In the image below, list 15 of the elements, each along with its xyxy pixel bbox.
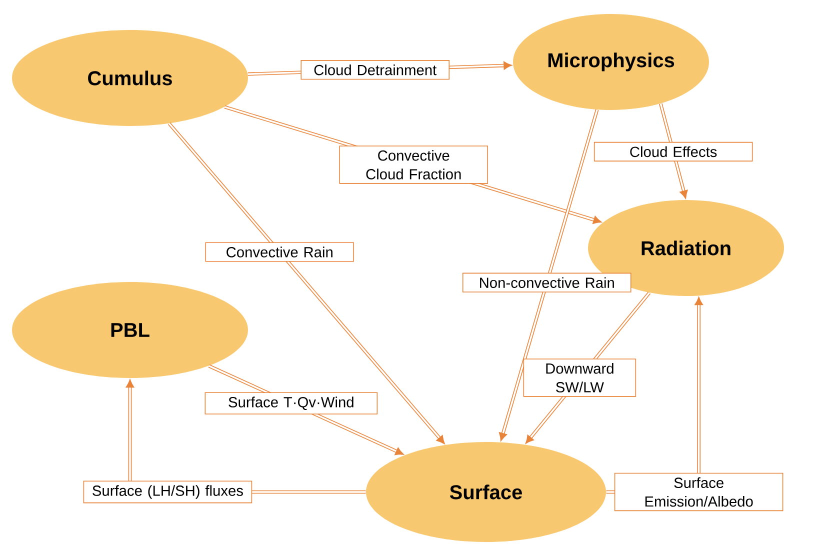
arrow bbox=[498, 109, 599, 442]
edge-label: Downward SW/LW bbox=[523, 358, 636, 397]
edge-label: Surface (LH/SH) fluxes bbox=[83, 480, 252, 504]
ellipse-node: Cumulus bbox=[12, 30, 248, 126]
edge-label: Non-convective Rain bbox=[462, 272, 632, 292]
ellipse-node: Surface bbox=[366, 442, 606, 542]
edge-label: Cloud Detrainment bbox=[300, 60, 450, 80]
edge-label: Convective Cloud Fraction bbox=[339, 146, 488, 184]
edge-label: Surface T·Qv·Wind bbox=[204, 392, 378, 414]
ellipse-node: PBL bbox=[12, 282, 248, 378]
edge-label: Convective Rain bbox=[205, 242, 354, 262]
ellipse-node: Microphysics bbox=[513, 14, 709, 110]
edge-label: Surface Emission/Albedo bbox=[614, 472, 784, 512]
arrow bbox=[168, 122, 445, 444]
edge-label: Cloud Effects bbox=[594, 142, 753, 162]
